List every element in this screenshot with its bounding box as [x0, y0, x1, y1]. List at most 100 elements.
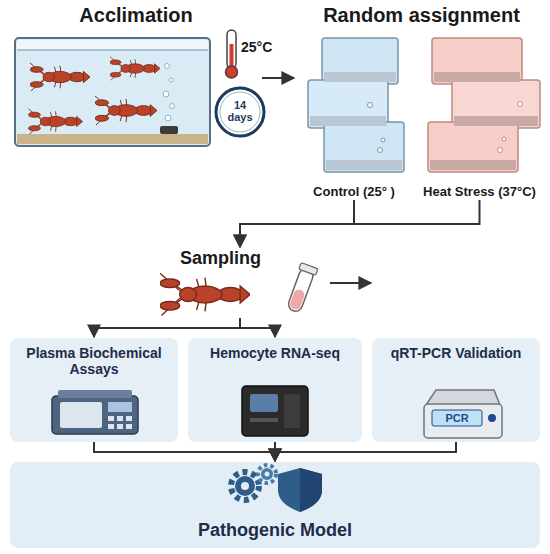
heat-stress-tanks [432, 38, 522, 84]
sequencer-icon [250, 394, 278, 412]
node-label: Sampling [180, 248, 330, 269]
pcr-machine-icon [424, 404, 502, 438]
node-label: Control (25° ) [298, 185, 410, 200]
acclimation-tank [17, 49, 208, 51]
duration-label: 14 days [220, 99, 260, 123]
pcr-machine-icon [426, 390, 500, 405]
plate-reader-icon [108, 402, 132, 412]
control-tanks [378, 148, 383, 153]
method-panel: Hemocyte RNA-seq [188, 338, 362, 442]
acclimation-tank [169, 78, 173, 82]
stage-group: Acclimation [10, 4, 262, 152]
acclimation-tank [95, 96, 157, 125]
plate-reader-icon [52, 390, 138, 434]
method-panel: qRT-PCR Validation [372, 338, 540, 442]
control-tanks [322, 38, 398, 84]
acclimation-tank [17, 40, 208, 50]
sequencer-icon [242, 386, 308, 436]
sampling-illustration [289, 288, 306, 311]
heat-stress-tanks [454, 116, 538, 126]
sampling-illustration [160, 263, 318, 316]
gears-icon [258, 465, 276, 483]
clock-icon [220, 92, 260, 132]
temperature-label: 25°C [241, 40, 281, 55]
sampling-illustration [160, 273, 250, 315]
node-label: Heat Stress (37°C) [411, 185, 548, 200]
heat-stress-tanks [502, 137, 506, 141]
plate-reader-icon [108, 416, 114, 421]
plate-reader-icon [117, 424, 123, 429]
plate-reader-icon [126, 416, 132, 421]
thermometer-icon [226, 66, 238, 78]
control-tanks [381, 138, 385, 142]
clock-icon [216, 88, 264, 136]
flow-arrow [240, 200, 480, 247]
node-label: Plasma Biochemical Assays [16, 345, 172, 377]
thermometer-icon [227, 30, 236, 68]
sampling-illustration [287, 267, 315, 313]
stage-group: Random assignmentControl (25° )Heat Stre… [295, 4, 548, 200]
treatment-group: Control (25° ) [298, 34, 410, 200]
acclimation-tank [15, 38, 210, 146]
heat-stress-tanks [498, 148, 503, 153]
control-tanks [308, 38, 404, 172]
heat-stress-tanks [428, 38, 540, 172]
flow-arrow [274, 442, 276, 461]
shield-icon [278, 468, 322, 512]
control-tanks [324, 72, 396, 82]
node-label: qRT-PCR Validation [378, 345, 534, 361]
heat-stress-tanks [518, 102, 523, 107]
node-label: Hemocyte RNA-seq [194, 345, 356, 361]
plate-reader-icon [52, 396, 138, 434]
shield-icon [278, 468, 322, 512]
sequencer-icon [242, 386, 308, 436]
thermometer-icon [230, 44, 234, 70]
control-tanks [368, 103, 373, 108]
flow-arrow [262, 77, 294, 79]
device-label: PCR [432, 412, 482, 424]
control-tanks [308, 80, 388, 128]
control-tanks [324, 122, 404, 172]
plate-reader-icon [58, 390, 132, 398]
heat-stress-tanks [430, 160, 516, 170]
sampling-illustration [285, 263, 318, 314]
acclimation-tank [165, 115, 171, 121]
acclimation-tank [30, 63, 90, 91]
control-tanks [326, 160, 402, 170]
flow-arrow [240, 318, 275, 337]
gears-icon [231, 472, 259, 500]
gears-icon [261, 468, 273, 480]
shield-icon [300, 468, 322, 512]
acclimation-tank [163, 91, 169, 97]
flow-arrow [275, 442, 456, 461]
gears-icon [235, 476, 255, 496]
method-panel: Plasma Biochemical Assays [10, 338, 178, 442]
treatment-group: Heat Stress (37°C) [411, 34, 548, 200]
flow-arrow [330, 282, 371, 284]
sampling-illustration [299, 263, 318, 276]
heat-stress-tanks [428, 122, 518, 172]
plate-reader-icon [60, 402, 102, 428]
pcr-machine-icon [432, 410, 482, 426]
plate-reader-icon [117, 416, 123, 421]
acclimation-tank [17, 134, 208, 144]
pcr-machine-icon [424, 390, 502, 438]
node-label: Acclimation [10, 4, 262, 27]
control-tanks [310, 116, 386, 126]
stage-group: Sampling [150, 248, 330, 318]
acclimation-tank [160, 126, 178, 134]
flow-arrow [240, 200, 354, 247]
acclimation-tank [110, 57, 160, 80]
heat-stress-tanks [452, 80, 540, 128]
gears-icon [265, 472, 270, 477]
node-label: Random assignment [295, 4, 548, 27]
acclimation-tank [170, 104, 175, 109]
acclimation-tank [15, 38, 210, 146]
pcr-machine-icon [488, 414, 496, 422]
gears-icon [241, 482, 249, 490]
acclimation-tank [165, 64, 170, 69]
clock-icon [216, 88, 264, 136]
plate-reader-icon [108, 424, 114, 429]
sequencer-icon [250, 418, 278, 422]
